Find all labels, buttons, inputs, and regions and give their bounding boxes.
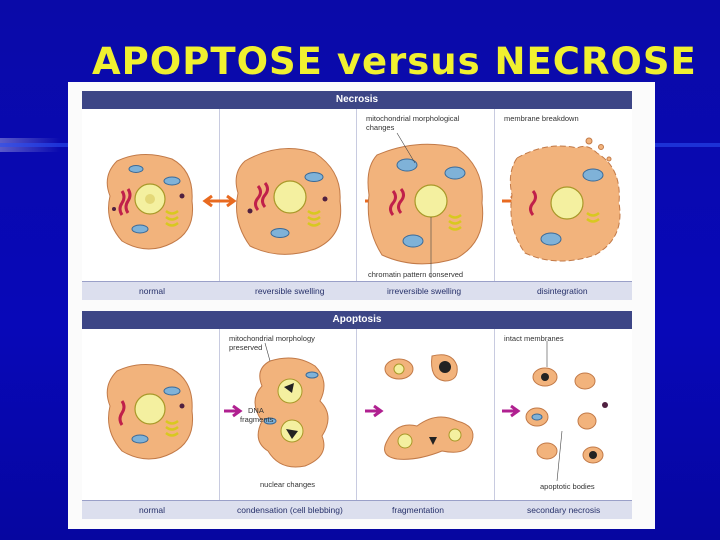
mito-note: mitochondrial morphological — [366, 114, 460, 123]
fragmentation-cell — [384, 354, 474, 460]
necrosis-footer: normal reversible swelling irreversible … — [82, 281, 632, 300]
dna-note: fragments — [240, 415, 274, 424]
apoptosis-panel: Apoptosis — [82, 311, 632, 519]
apoptosis-cells: mitochondrial morphology preserved intac… — [106, 334, 608, 491]
arrow-icon — [502, 404, 521, 418]
figure: Necrosis — [68, 82, 655, 529]
divider — [356, 329, 357, 519]
nuclear-note: nuclear changes — [260, 480, 315, 489]
secondary-necrosis-cells — [525, 341, 608, 482]
stage-label: secondary necrosis — [527, 505, 601, 515]
divider — [219, 109, 220, 299]
arrow-icon — [365, 404, 384, 418]
stage-label: condensation (cell blebbing) — [237, 505, 343, 515]
bodies-note: apoptotic bodies — [540, 482, 595, 491]
irreversible-cell — [367, 132, 484, 278]
membrane-note: membrane breakdown — [504, 114, 579, 123]
necrosis-cells: mitochondrial morphological changes memb… — [106, 114, 621, 279]
divider — [494, 329, 495, 519]
arrow-icon — [202, 194, 237, 208]
condensation-cell — [254, 342, 329, 468]
dna-note: DNA — [248, 406, 264, 415]
stage-label: fragmentation — [392, 505, 444, 515]
divider — [494, 109, 495, 299]
mito-note: preserved — [229, 343, 262, 352]
mito-note: changes — [366, 123, 395, 132]
stage-label: normal — [139, 286, 165, 296]
stage-label: irreversible swelling — [387, 286, 462, 296]
stage-label: normal — [139, 505, 165, 515]
slide-title: APOPTOSE versus NECROSE — [92, 40, 697, 83]
stage-label: disintegration — [537, 286, 588, 296]
arrow-icon — [224, 404, 243, 418]
divider — [356, 109, 357, 299]
normal-cell — [106, 364, 194, 460]
divider — [219, 329, 220, 519]
mito-note: mitochondrial morphology — [229, 334, 315, 343]
swelling-cell — [235, 148, 342, 255]
apoptosis-footer: normal condensation (cell blebbing) frag… — [82, 500, 632, 519]
disintegration-cell — [509, 137, 621, 262]
necrosis-panel: Necrosis — [82, 91, 632, 300]
normal-cell — [106, 154, 194, 250]
apoptosis-header: Apoptosis — [82, 311, 632, 329]
membranes-note: intact membranes — [504, 334, 564, 343]
stage-label: reversible swelling — [255, 286, 325, 296]
chromatin-note: chromatin pattern conserved — [368, 270, 463, 279]
necrosis-header: Necrosis — [82, 91, 632, 109]
